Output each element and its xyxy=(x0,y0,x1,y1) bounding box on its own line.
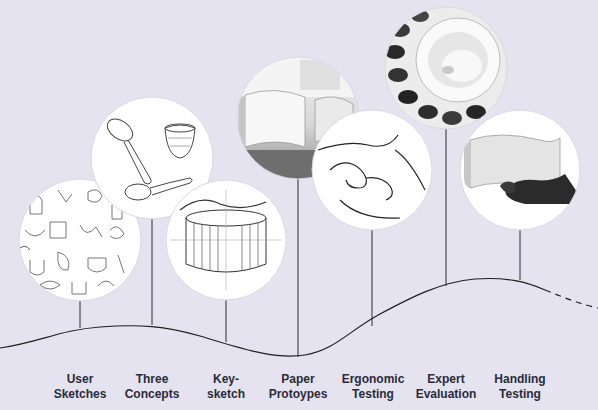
step-label: Key- sketch xyxy=(204,372,248,402)
expert-evaluation-picture xyxy=(385,7,507,129)
step-label: Three Concepts xyxy=(115,372,189,402)
step-label: Ergonomic Testing xyxy=(336,372,410,402)
timeline-continuation xyxy=(545,290,598,308)
ergonomic-testing-picture xyxy=(312,110,432,230)
step-label: Handling Testing xyxy=(483,372,557,402)
step-label: Expert Evaluation xyxy=(409,372,483,402)
step-label: User Sketches xyxy=(43,372,117,402)
handling-testing-picture xyxy=(460,110,585,230)
step-label: Paper Protoypes xyxy=(261,372,335,402)
key-sketch-picture xyxy=(166,180,286,300)
